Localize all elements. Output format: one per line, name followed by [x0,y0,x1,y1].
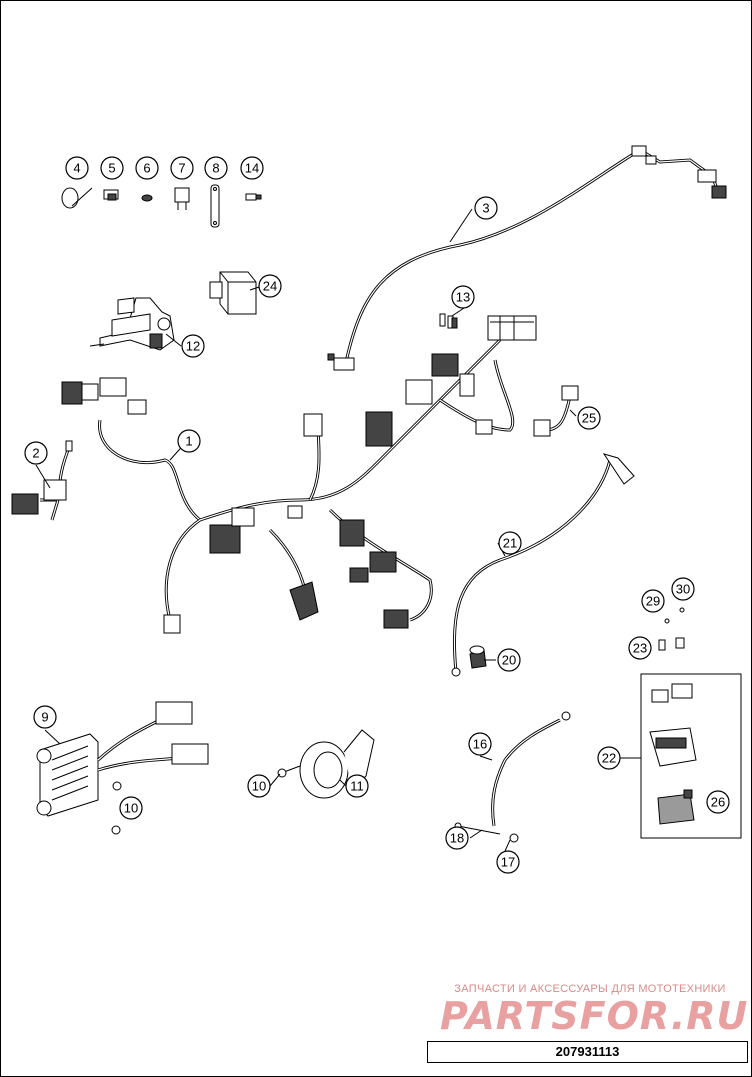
callout-12: 12 [181,334,205,358]
svg-text:3: 3 [482,201,489,216]
hose-connector-part [533,385,579,437]
callout-2: 2 [24,441,48,465]
watermark-subtitle: ЗАПЧАСТИ И АКСЕССУАРЫ ДЛЯ МОТОТЕХНИКИ [454,983,726,995]
callout-14: 14 [240,156,264,180]
callout-8: 8 [204,156,228,180]
callout-1: 1 [177,429,201,453]
svg-text:17: 17 [501,855,515,870]
watermark-logo: PARTSFOR.RU [440,994,749,1038]
svg-text:1: 1 [185,434,192,449]
callout-30: 30 [671,577,695,601]
callout-17: 17 [496,850,520,874]
fuse-small-part [245,193,262,201]
callout-7: 7 [170,156,194,180]
callout-9: 9 [33,705,57,729]
svg-text:6: 6 [143,161,150,176]
svg-text:5: 5 [108,161,115,176]
cable-tie-part [61,187,93,209]
svg-text:13: 13 [456,290,470,305]
callout-5: 5 [100,156,124,180]
battery-cable-part [451,453,635,677]
screw-small-part [664,607,685,624]
long-wiring-harness [327,145,727,371]
callout-22: 22 [597,746,621,770]
callout-10-regulator: 10 [119,796,143,820]
callout-20: 20 [497,648,521,672]
callout-6: 6 [135,156,159,180]
callout-16: 16 [468,732,492,756]
svg-text:24: 24 [263,279,277,294]
svg-text:10: 10 [124,801,138,816]
svg-text:30: 30 [676,582,690,597]
svg-text:23: 23 [633,641,647,656]
voltage-regulator-part [36,701,209,817]
svg-text:22: 22 [602,751,616,766]
bracket-strip-part [210,184,220,228]
svg-text:18: 18 [450,831,464,846]
svg-text:2: 2 [32,446,39,461]
ground-cable-part [454,711,571,843]
svg-text:11: 11 [350,779,364,794]
fuse-holder-bracket-part [89,297,175,351]
svg-text:25: 25 [582,411,596,426]
bulb-part [141,194,153,202]
clip-part [103,189,119,201]
svg-text:16: 16 [473,737,487,752]
horn-part [277,729,375,799]
svg-text:29: 29 [646,594,660,609]
svg-text:21: 21 [503,536,517,551]
callout-25: 25 [577,406,601,430]
part-number: 207931113 [427,1041,748,1063]
svg-text:20: 20 [502,653,516,668]
terminal-cap-part [469,645,487,669]
sub-harness-part [11,440,73,521]
fuse-set-part [658,637,685,651]
svg-text:14: 14 [245,161,259,176]
svg-text:9: 9 [41,710,48,725]
svg-text:4: 4 [73,161,80,176]
svg-text:26: 26 [711,795,725,810]
callout-10-horn: 10 [247,774,271,798]
callout-21: 21 [498,531,522,555]
svg-text:12: 12 [186,339,200,354]
callout-3: 3 [474,196,498,220]
fuse-pair-part [439,313,458,329]
svg-text:7: 7 [178,161,185,176]
callout-24: 24 [258,274,282,298]
callout-13: 13 [451,285,475,309]
main-wiring-harness [61,315,537,634]
relay-box-part [209,271,257,315]
callout-29: 29 [641,589,665,613]
callout-18: 18 [445,826,469,850]
callout-23: 23 [628,636,652,660]
starter-relay-box [640,673,742,839]
callout-11: 11 [345,774,369,798]
nut-part [111,781,122,835]
relay-part [174,187,190,210]
callout-4: 4 [65,156,89,180]
callout-26: 26 [706,790,730,814]
svg-text:8: 8 [212,161,219,176]
svg-text:10: 10 [252,779,266,794]
